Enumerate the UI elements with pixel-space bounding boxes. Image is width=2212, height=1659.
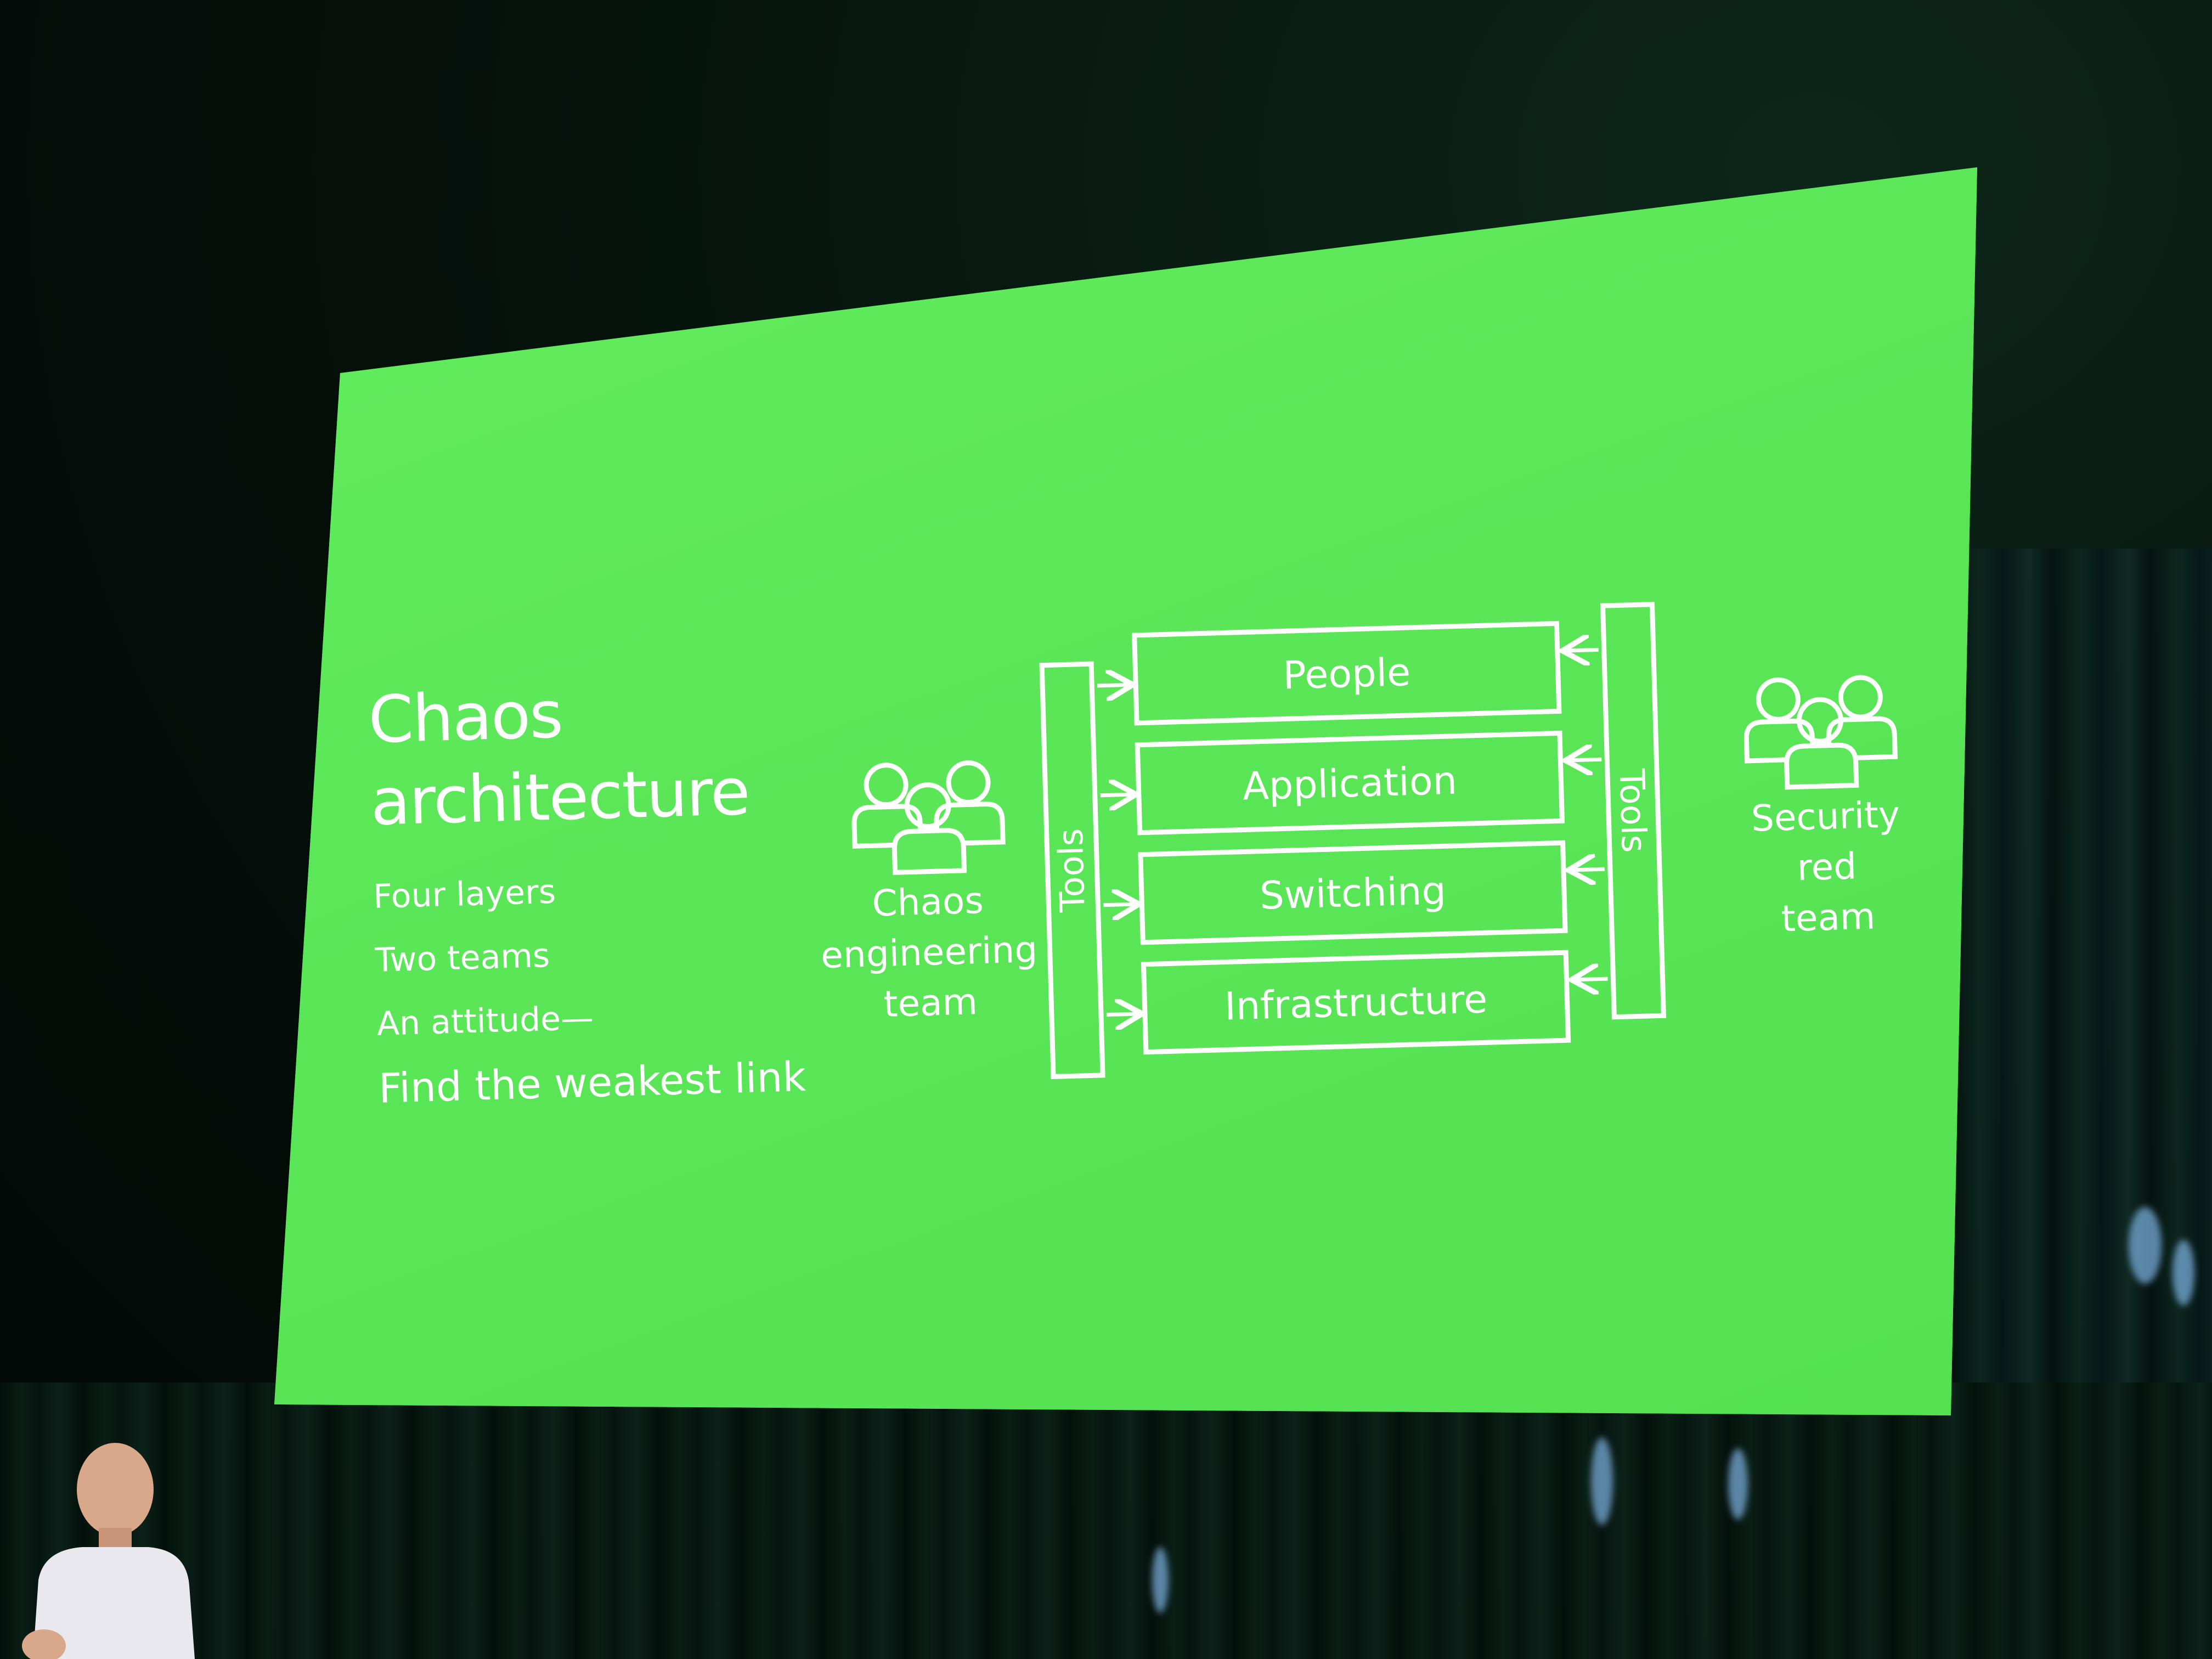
layer-label: Application bbox=[1242, 758, 1458, 809]
speaker-figure bbox=[22, 1443, 195, 1659]
team-label-line: red bbox=[1796, 845, 1858, 889]
arrow-left bbox=[1569, 759, 1602, 760]
right-team-label: Security red team bbox=[1709, 788, 1944, 946]
stage-curtain-bottom bbox=[0, 1383, 2212, 1659]
layer-box: Switching bbox=[1138, 840, 1568, 945]
right-tools-bar bbox=[1600, 601, 1667, 1020]
team-label-line: team bbox=[1780, 895, 1876, 940]
group-of-people-icon bbox=[851, 760, 1006, 875]
light-reflection bbox=[2172, 1240, 2194, 1306]
team-label-line: Security bbox=[1750, 793, 1900, 840]
arrow-right bbox=[1097, 685, 1129, 686]
light-reflection bbox=[1591, 1437, 1613, 1525]
layer-box: Infrastructure bbox=[1141, 950, 1571, 1055]
light-reflection bbox=[1728, 1448, 1748, 1520]
left-tools-label: Tools bbox=[1050, 828, 1092, 913]
layer-label: Switching bbox=[1259, 868, 1447, 918]
arrow-left bbox=[1566, 650, 1599, 651]
right-tools-label: Tools bbox=[1612, 768, 1654, 853]
team-label-line: engineering bbox=[820, 928, 1039, 977]
arrow-left bbox=[1572, 869, 1605, 870]
team-label-line: team bbox=[883, 980, 978, 1025]
group-of-people-icon bbox=[1743, 675, 1898, 790]
light-reflection bbox=[2129, 1207, 2162, 1284]
left-tools-bar bbox=[1039, 661, 1105, 1079]
layer-box: Application bbox=[1135, 730, 1565, 836]
arrow-right bbox=[1106, 1014, 1138, 1015]
layer-box: People bbox=[1132, 620, 1562, 726]
left-team-label: Chaos engineering team bbox=[812, 874, 1047, 1032]
arrow-right bbox=[1100, 794, 1132, 795]
arrow-right bbox=[1103, 904, 1135, 905]
team-label-line: Chaos bbox=[871, 879, 984, 925]
arrow-left bbox=[1576, 979, 1608, 980]
layer-label: Infrastructure bbox=[1224, 977, 1488, 1029]
layer-label: People bbox=[1282, 650, 1411, 698]
light-reflection bbox=[1152, 1547, 1169, 1613]
